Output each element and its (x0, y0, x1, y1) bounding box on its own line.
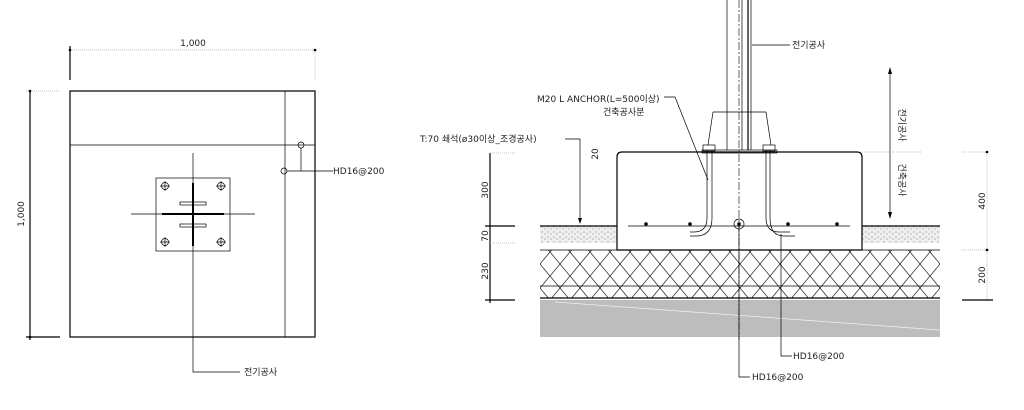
section-view: 전기공사 M20 L ANCHOR(L=500이상) 건축공사분 T:70 쇄석… (419, 0, 993, 383)
pole-electrical-label: 전기공사 (792, 40, 826, 51)
concrete-footing (616, 151, 863, 251)
dim-20-label: 20 (591, 148, 601, 160)
anchor-sub-label: 건축공사분 (603, 107, 644, 118)
dim-200-label: 200 (978, 266, 988, 283)
dim-height-label: 1,000 (17, 201, 27, 227)
dim-300-label: 300 (481, 181, 491, 198)
subgrade-layer (540, 300, 940, 337)
rebar-label-2: HD16@200 (752, 373, 804, 383)
scope-upper-label: 전기공사 (896, 108, 907, 142)
footing-outline (69, 90, 316, 338)
plan-rebar-label: HD16@200 (333, 167, 385, 177)
crushed-stone-layer (540, 250, 940, 298)
anchor-bolt-right (765, 150, 795, 237)
plan-electrical-label: 전기공사 (244, 367, 278, 378)
dim-400-label: 400 (978, 192, 988, 209)
anchor-bolt-icons (160, 181, 226, 247)
anchor-label: M20 L ANCHOR(L=500이상) (537, 94, 660, 105)
gravel-layer-left (540, 226, 617, 243)
plan-view: 1,000 1,000 HD16@200 전기공사 (17, 39, 385, 378)
rebar-dots (644, 222, 839, 226)
dim-70-label: 70 (481, 230, 491, 242)
dim-230-label: 230 (481, 262, 491, 279)
dim-width-label: 1,000 (180, 39, 206, 49)
gravel-layer-right (862, 226, 940, 243)
rebar-label-1: HD16@200 (793, 352, 845, 362)
gravel-label: T:70 쇄석(ø30이상_조경공사) (419, 133, 537, 145)
scope-lower-label: 건축공사 (896, 163, 907, 197)
anchor-bolt-left (690, 150, 713, 237)
